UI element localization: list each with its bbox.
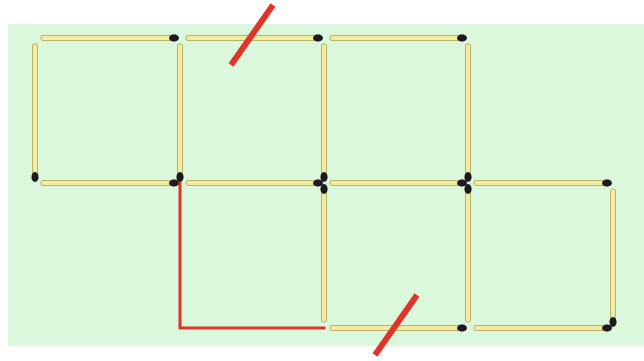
match-stick-body — [330, 36, 462, 41]
match-stick-body — [41, 36, 174, 41]
match-stick[interactable] — [31, 44, 38, 182]
match-head — [313, 34, 323, 41]
match-stick-body — [330, 181, 462, 186]
match-stick-body — [611, 189, 616, 322]
match-head — [464, 184, 471, 194]
match-head — [176, 172, 183, 182]
match-stick-body — [322, 44, 327, 177]
match-head — [31, 172, 38, 182]
match-head — [320, 172, 327, 182]
match-stick[interactable] — [176, 44, 183, 182]
match-stick[interactable] — [186, 179, 323, 186]
match-head — [457, 34, 467, 41]
match-head — [457, 324, 467, 331]
match-stick[interactable] — [474, 324, 612, 331]
match-stick-body — [178, 44, 183, 177]
match-stick-body — [474, 326, 607, 331]
match-stick[interactable] — [320, 44, 327, 182]
match-stick-body — [466, 189, 471, 322]
match-head — [320, 184, 327, 194]
match-stick-body — [33, 44, 38, 177]
match-stick[interactable] — [609, 189, 616, 327]
match-stick-body — [186, 181, 318, 186]
match-stick[interactable] — [464, 44, 471, 182]
match-stick[interactable] — [474, 179, 612, 186]
match-head — [464, 172, 471, 182]
match-stick[interactable] — [330, 179, 467, 186]
match-stick[interactable] — [464, 184, 471, 322]
match-head — [609, 317, 616, 327]
match-stick-body — [474, 181, 607, 186]
match-stick-body — [322, 189, 327, 322]
match-stick[interactable] — [41, 179, 179, 186]
match-stick-body — [41, 181, 174, 186]
match-head — [602, 179, 612, 186]
match-stick[interactable] — [320, 184, 327, 322]
match-head — [169, 34, 179, 41]
match-stick-body — [466, 44, 471, 177]
match-stick[interactable] — [330, 34, 467, 41]
match-stick[interactable] — [41, 34, 179, 41]
